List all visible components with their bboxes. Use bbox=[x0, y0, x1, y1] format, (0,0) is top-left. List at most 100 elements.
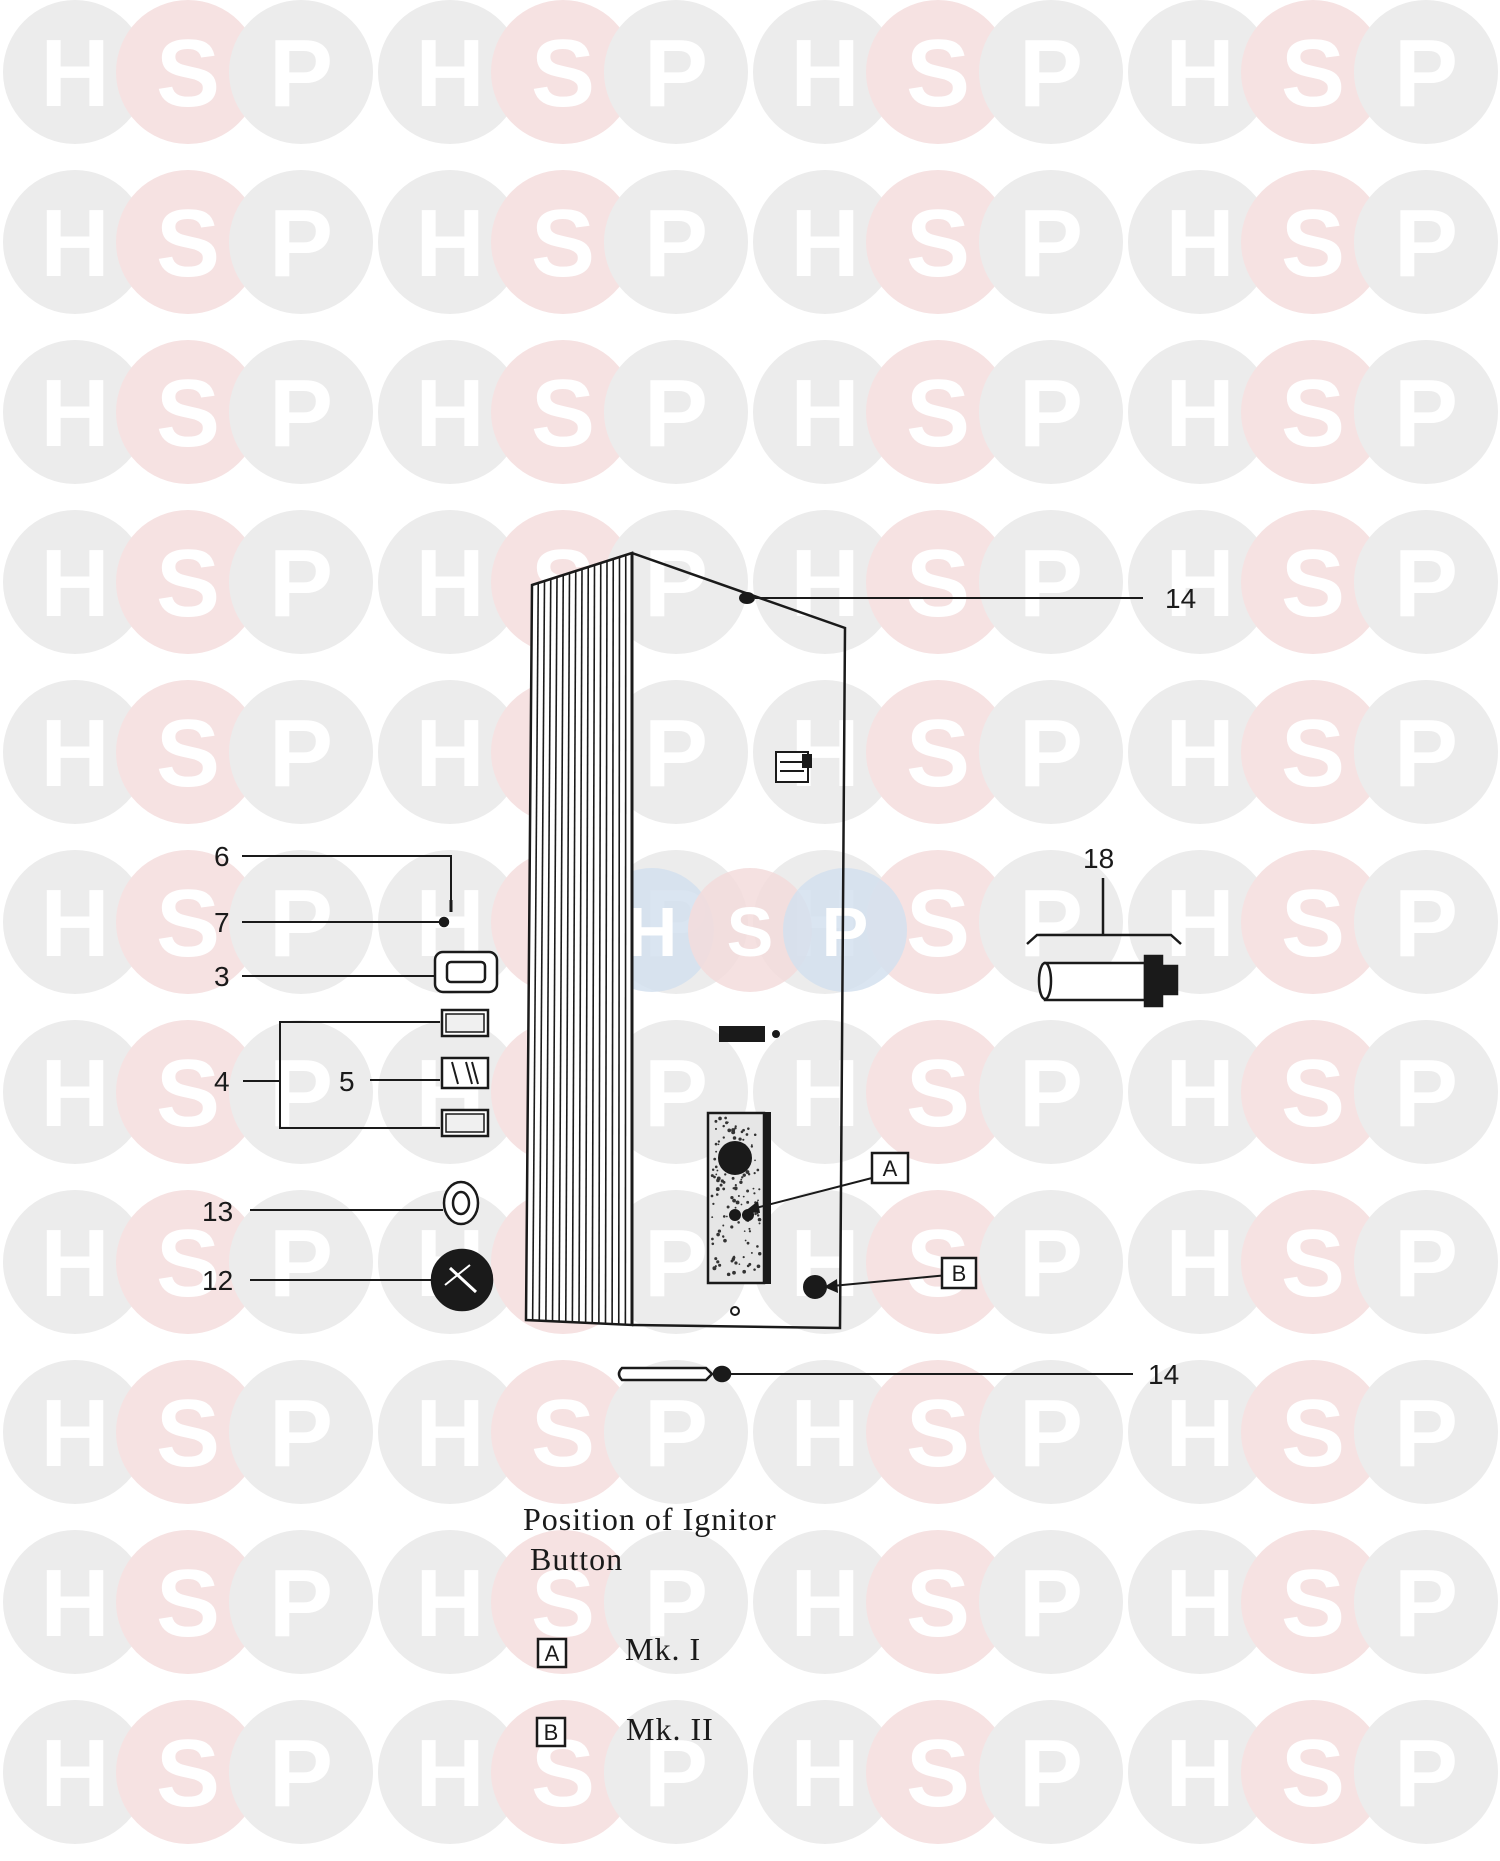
panel-speckle bbox=[731, 1128, 736, 1133]
watermark-letter: S bbox=[531, 20, 595, 127]
panel-speckle bbox=[734, 1125, 737, 1128]
watermark-disc bbox=[1128, 510, 1272, 654]
watermark-disc bbox=[753, 340, 897, 484]
watermark-disc bbox=[116, 850, 260, 994]
panel-speckle bbox=[746, 1241, 750, 1245]
legend-label-mk1: Mk. I bbox=[625, 1631, 701, 1667]
watermark-disc bbox=[378, 1700, 522, 1844]
watermark-letter: P bbox=[1394, 20, 1458, 127]
panel-speckle bbox=[726, 1205, 730, 1209]
panel-speckle bbox=[732, 1187, 735, 1190]
side-rib bbox=[531, 582, 540, 1321]
watermark-letter: P bbox=[644, 530, 708, 637]
panel-speckle bbox=[715, 1187, 720, 1192]
watermark-letter: S bbox=[1281, 360, 1345, 467]
front-panel-details bbox=[706, 592, 827, 1316]
part-14-lower-pin-icon bbox=[617, 1365, 732, 1383]
watermark-letter: S bbox=[156, 1550, 220, 1657]
watermark-disc bbox=[604, 1360, 748, 1504]
panel-speckle bbox=[714, 1257, 718, 1261]
watermark-letter: S bbox=[906, 190, 970, 297]
panel-speckle bbox=[748, 1230, 752, 1233]
panel-speckle bbox=[711, 1216, 714, 1219]
watermark-disc bbox=[979, 510, 1123, 654]
panel-speckle bbox=[738, 1263, 741, 1266]
watermark-letter: S bbox=[906, 360, 970, 467]
watermark-disc bbox=[604, 1530, 748, 1674]
callout-12: 12 bbox=[202, 1265, 233, 1296]
watermark-letter: S bbox=[156, 1720, 220, 1827]
watermark-disc bbox=[378, 170, 522, 314]
watermark-disc bbox=[979, 1360, 1123, 1504]
panel-speckle bbox=[717, 1229, 722, 1233]
panel-speckle bbox=[722, 1187, 726, 1191]
panel-speckle bbox=[722, 1235, 725, 1238]
ignitor-button-mk2-icon bbox=[803, 1275, 827, 1299]
caption-line-2: Button bbox=[530, 1541, 623, 1577]
watermark-letter: P bbox=[644, 1550, 708, 1657]
watermark-disc bbox=[866, 1360, 1010, 1504]
watermark-letter: S bbox=[1281, 1550, 1345, 1657]
watermark-letter: H bbox=[1165, 870, 1234, 977]
leader-arrowheads bbox=[744, 1201, 838, 1293]
panel-speckle bbox=[758, 1252, 762, 1256]
watermark-disc bbox=[1128, 1700, 1272, 1844]
center-logo-letter: P bbox=[822, 893, 869, 971]
side-rib bbox=[538, 580, 546, 1321]
watermark-disc bbox=[3, 1190, 147, 1334]
watermark-letter: S bbox=[156, 1210, 220, 1317]
watermark-letter: H bbox=[40, 1720, 109, 1827]
panel-speckle bbox=[711, 1168, 715, 1172]
watermark-disc bbox=[979, 1700, 1123, 1844]
panel-speckle bbox=[735, 1200, 740, 1205]
watermark-letter: S bbox=[1281, 1720, 1345, 1827]
watermark-disc bbox=[116, 170, 260, 314]
leader-lines bbox=[242, 597, 1143, 1375]
panel-speckle bbox=[742, 1256, 745, 1259]
center-logo-letter: S bbox=[727, 893, 774, 971]
panel-speckle bbox=[722, 1215, 726, 1218]
watermark-disc bbox=[604, 0, 748, 144]
watermark-disc bbox=[378, 0, 522, 144]
watermark-letter: H bbox=[1165, 190, 1234, 297]
control-knob-icon bbox=[718, 1141, 752, 1175]
panel-speckle bbox=[742, 1173, 746, 1177]
watermark-disc bbox=[604, 340, 748, 484]
watermark-letter: H bbox=[1165, 1550, 1234, 1657]
watermark-disc bbox=[753, 1020, 897, 1164]
watermark-letter: P bbox=[269, 530, 333, 637]
watermark-disc bbox=[1241, 170, 1385, 314]
watermark-disc bbox=[229, 510, 373, 654]
watermark-disc bbox=[491, 170, 635, 314]
watermark-letter: H bbox=[1165, 1720, 1234, 1827]
watermark-disc bbox=[1128, 1360, 1272, 1504]
watermark-disc bbox=[491, 1700, 635, 1844]
side-rib bbox=[564, 572, 571, 1322]
watermark-letter: P bbox=[269, 1550, 333, 1657]
panel-speckle bbox=[758, 1188, 761, 1191]
watermark-letter: H bbox=[415, 360, 484, 467]
caption-line-1: Position of Ignitor bbox=[523, 1501, 777, 1537]
watermark-letter: H bbox=[790, 20, 859, 127]
watermark-letter: S bbox=[1281, 1040, 1345, 1147]
panel-speckle bbox=[753, 1192, 756, 1195]
panel-speckle bbox=[748, 1227, 751, 1230]
panel-speckle bbox=[731, 1176, 735, 1180]
panel-speckle bbox=[754, 1212, 757, 1216]
panel-speckle bbox=[722, 1180, 726, 1184]
watermark-disc bbox=[116, 1700, 260, 1844]
panel-speckle bbox=[732, 1136, 737, 1140]
watermark-disc bbox=[866, 1530, 1010, 1674]
watermark-letter: P bbox=[644, 1720, 708, 1827]
panel-speckle bbox=[747, 1127, 750, 1130]
panel-speckle bbox=[744, 1239, 747, 1242]
watermark-letter: S bbox=[156, 1040, 220, 1147]
watermark-disc bbox=[979, 680, 1123, 824]
panel-speckle bbox=[711, 1237, 714, 1241]
watermark-disc bbox=[491, 340, 635, 484]
panel-speckle bbox=[722, 1224, 725, 1227]
panel-speckle bbox=[721, 1179, 724, 1182]
watermark-letter: S bbox=[1281, 1210, 1345, 1317]
watermark-disc bbox=[1241, 1190, 1385, 1334]
watermark-letter: P bbox=[1394, 360, 1458, 467]
